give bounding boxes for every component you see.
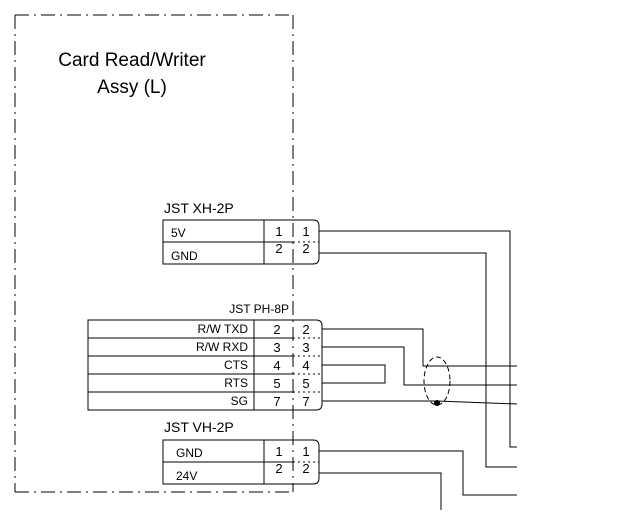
assembly-boundary	[14, 14, 294, 493]
xh-row-gnd-signal: GND	[171, 249, 198, 263]
shield-ground-dot	[434, 400, 440, 406]
connector-ph-housing	[253, 319, 323, 411]
wire-txd	[322, 328, 517, 367]
connector-vh2p: JST VH-2P GND 24V 1 1 2 2	[162, 419, 320, 485]
connector-vh-label: JST VH-2P	[164, 419, 234, 435]
wire-gnd-logic	[319, 252, 517, 468]
ph-pin-7-a: 7	[273, 394, 280, 409]
ph-pin-2-b: 2	[302, 322, 309, 337]
wire-24v	[319, 472, 442, 510]
assembly-title-line1: Card Read/Writer	[58, 50, 206, 71]
vh-pin-2-a: 2	[275, 461, 282, 476]
wires	[319, 230, 518, 510]
ph-pin-7-b: 7	[302, 394, 309, 409]
wire-gnd-power	[319, 450, 517, 496]
connector-ph-label: JST PH-8P	[229, 302, 289, 316]
ph-row-sg-signal: SG	[231, 394, 248, 408]
ph-pin-3-b: 3	[302, 340, 309, 355]
vh-row-24v-signal: 24V	[176, 469, 197, 483]
assembly-title-line2: Assy (L)	[97, 77, 167, 98]
connector-xh-housing	[263, 219, 320, 265]
ph-pin-3-a: 3	[273, 340, 280, 355]
ph-pin-5-a: 5	[273, 376, 280, 391]
connector-xh-label: JST XH-2P	[164, 200, 234, 216]
vh-pin-1-a: 1	[275, 444, 282, 459]
xh-row-5v-signal: 5V	[171, 226, 186, 240]
wire-5v	[319, 230, 517, 448]
ph-row-rxd-signal: R/W RXD	[196, 340, 248, 354]
wire-cts-rts-loop	[322, 364, 386, 384]
connector-xh2p: JST XH-2P 5V GND 1 1 2 2	[162, 200, 320, 265]
ph-pin-2-a: 2	[273, 322, 280, 337]
xh-pin-2-b: 2	[302, 241, 309, 256]
connector-ph8p: JST PH-8P R/W TXD R/W RXD CTS RTS SG 2 2…	[87, 302, 323, 411]
ph-row-rts-signal: RTS	[224, 376, 248, 390]
ph-row-cts-signal: CTS	[224, 358, 248, 372]
xh-pin-1-a: 1	[275, 224, 282, 239]
vh-row-gnd-signal: GND	[176, 446, 203, 460]
connector-vh-housing	[263, 439, 320, 485]
xh-pin-1-b: 1	[302, 224, 309, 239]
xh-pin-2-a: 2	[275, 241, 282, 256]
shield-ellipse	[423, 356, 451, 406]
vh-pin-2-b: 2	[302, 461, 309, 476]
ph-pin-4-b: 4	[302, 358, 309, 373]
wire-rxd	[322, 346, 517, 386]
ph-pin-4-a: 4	[273, 358, 280, 373]
ph-row-txd-signal: R/W TXD	[198, 322, 249, 336]
vh-pin-1-b: 1	[302, 444, 309, 459]
wire-sg	[322, 400, 518, 405]
ph-pin-5-b: 5	[302, 376, 309, 391]
